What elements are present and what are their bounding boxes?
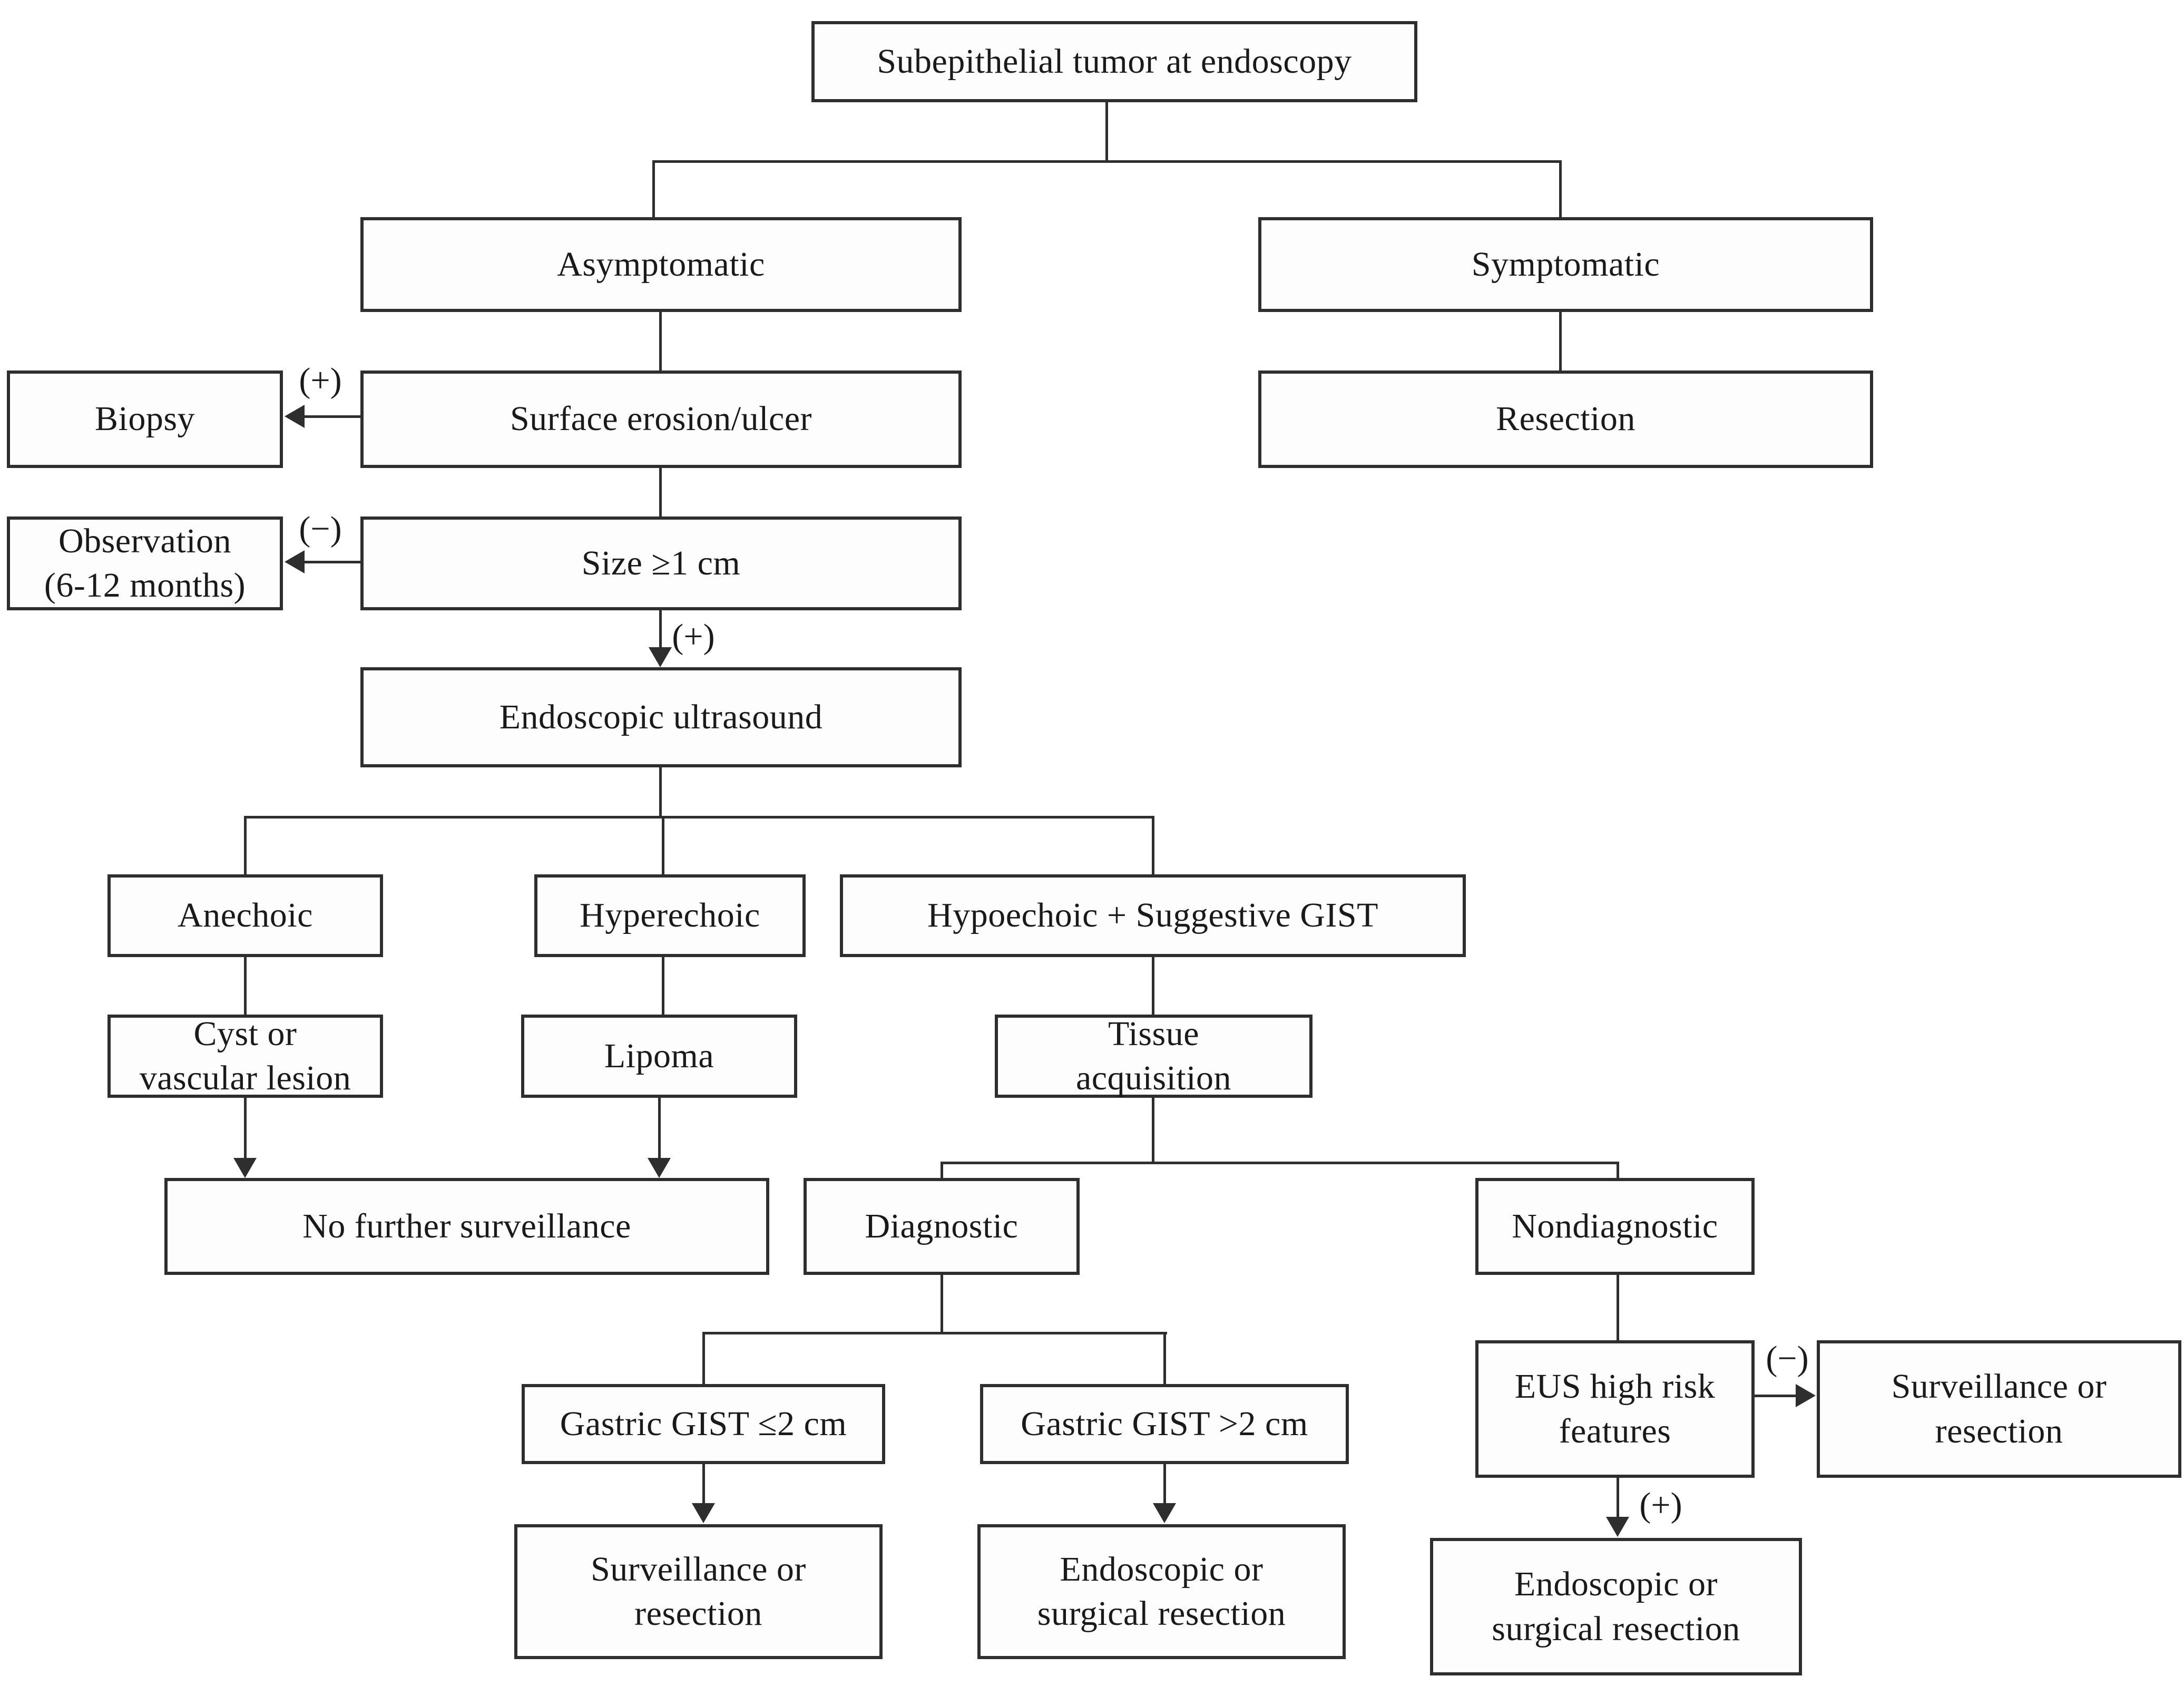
edge-label-plus-eus: (+) (672, 617, 715, 656)
connector-line (244, 816, 1154, 818)
arrowhead-left-icon (285, 405, 305, 428)
node-surveillance-or-resection-right: Surveillance or resection (1817, 1340, 2181, 1478)
connector-line (1163, 1332, 1166, 1384)
connector-line (659, 767, 662, 816)
connector-line (1617, 1478, 1619, 1518)
connector-line (658, 1098, 661, 1159)
connector-line (941, 1275, 943, 1332)
edge-label-minus-surveillance: (−) (1766, 1339, 1809, 1378)
node-endoscopic-ultrasound: Endoscopic ultrasound (360, 667, 962, 767)
node-symptomatic: Symptomatic (1258, 217, 1873, 312)
node-nondiagnostic: Nondiagnostic (1475, 1178, 1755, 1275)
connector-line (1617, 1162, 1619, 1178)
arrowhead-right-icon (1796, 1384, 1816, 1407)
edge-label-plus-biopsy: (+) (299, 361, 342, 399)
connector-line (941, 1162, 943, 1178)
connector-line (305, 561, 360, 563)
node-hypoechoic-suggestive-gist: Hypoechoic + Suggestive GIST (840, 874, 1466, 957)
node-surface-erosion-ulcer: Surface erosion/ulcer (360, 371, 962, 468)
connector-line (244, 1098, 247, 1159)
node-biopsy: Biopsy (7, 371, 283, 468)
connector-line (244, 957, 247, 1015)
arrowhead-down-icon (1153, 1503, 1176, 1523)
node-asymptomatic: Asymptomatic (360, 217, 962, 312)
node-gastric-gist-le-2cm: Gastric GIST ≤2 cm (522, 1384, 885, 1464)
node-cyst-or-vascular-lesion: Cyst or vascular lesion (107, 1015, 383, 1098)
node-hyperechoic: Hyperechoic (534, 874, 806, 957)
connector-line (1163, 1464, 1166, 1504)
connector-line (702, 1332, 1167, 1334)
connector-line (1559, 312, 1562, 371)
connector-line (659, 312, 662, 371)
node-lipoma: Lipoma (521, 1015, 797, 1098)
arrowhead-down-icon (692, 1503, 715, 1523)
edge-label-plus-resection: (+) (1639, 1486, 1682, 1524)
arrowhead-down-icon (1606, 1517, 1629, 1537)
connector-line (1559, 160, 1562, 217)
connector-line (305, 415, 360, 418)
connector-line (941, 1162, 1619, 1164)
connector-line (1152, 957, 1154, 1015)
connector-line (652, 160, 1562, 163)
node-resection: Resection (1258, 371, 1873, 468)
connector-line (1152, 1098, 1154, 1162)
node-endoscopic-or-surgical-resection-mid: Endoscopic or surgical resection (977, 1524, 1346, 1659)
connector-line (244, 816, 247, 874)
connector-line (659, 468, 662, 516)
node-no-further-surveillance: No further surveillance (164, 1178, 769, 1275)
node-observation: Observation (6-12 months) (7, 516, 283, 610)
node-diagnostic: Diagnostic (804, 1178, 1080, 1275)
connector-line (1105, 102, 1108, 160)
node-subepithelial-tumor: Subepithelial tumor at endoscopy (811, 21, 1417, 102)
edge-label-minus-observation: (−) (299, 510, 342, 548)
connector-line (1755, 1395, 1797, 1397)
connector-line (662, 957, 664, 1015)
node-eus-high-risk-features: EUS high risk features (1475, 1340, 1755, 1478)
node-tissue-acquisition: Tissue acquisition (995, 1015, 1313, 1098)
connector-line (702, 1332, 705, 1384)
node-endoscopic-or-surgical-resection-right: Endoscopic or surgical resection (1430, 1538, 1802, 1675)
arrowhead-left-icon (285, 550, 305, 573)
connector-line (1152, 816, 1154, 874)
node-gastric-gist-gt-2cm: Gastric GIST >2 cm (980, 1384, 1349, 1464)
arrowhead-down-icon (649, 647, 672, 667)
node-size-ge-1cm: Size ≥1 cm (360, 516, 962, 610)
connector-line (659, 610, 662, 649)
arrowhead-down-icon (648, 1158, 671, 1178)
connector-line (702, 1464, 705, 1504)
node-surveillance-or-resection-bottom: Surveillance or resection (514, 1524, 883, 1659)
connector-line (662, 816, 664, 874)
arrowhead-down-icon (233, 1158, 257, 1178)
node-anechoic: Anechoic (107, 874, 383, 957)
connector-line (652, 160, 655, 217)
connector-line (1617, 1275, 1619, 1340)
